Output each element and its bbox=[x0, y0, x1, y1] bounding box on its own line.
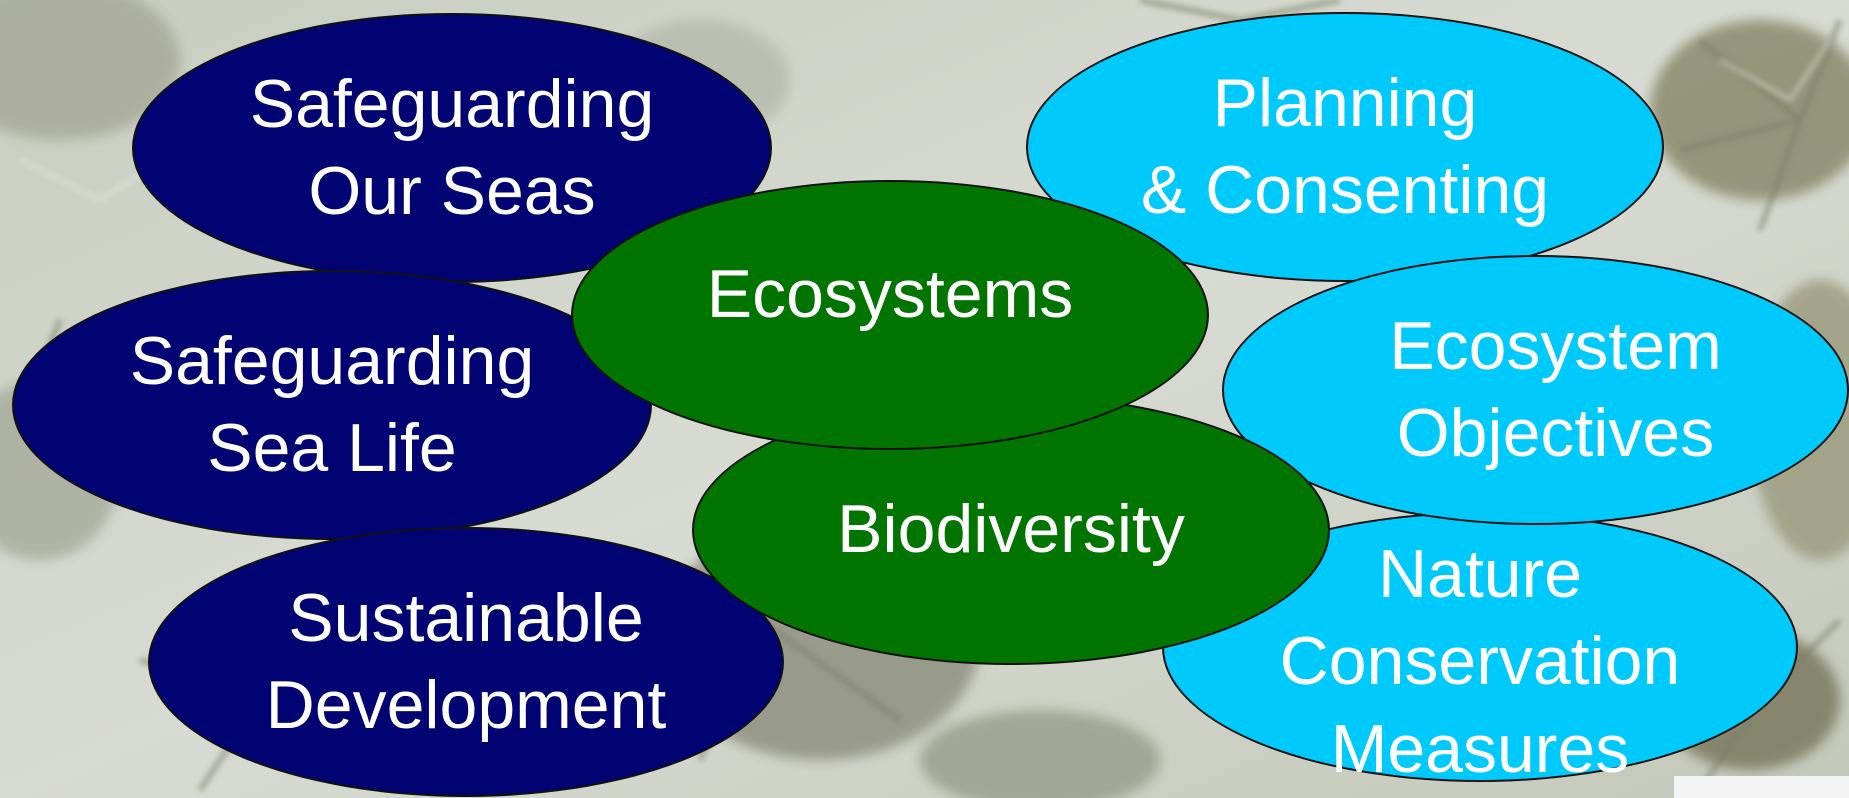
node-planning-consenting: Planning & Consenting bbox=[1026, 12, 1664, 282]
node-ecosystem-objectives: Ecosystem Objectives bbox=[1222, 255, 1849, 525]
node-label: Planning & Consenting bbox=[1140, 64, 1550, 228]
node-label: Sustainable Development bbox=[265, 579, 667, 743]
node-nature-conservation-measures: Nature Conservation Measures bbox=[1162, 512, 1798, 787]
node-label: Safeguarding Sea Life bbox=[129, 322, 535, 486]
node-label: Nature Conservation Measures bbox=[1279, 536, 1681, 787]
node-safeguarding-sea-life: Safeguarding Sea Life bbox=[12, 270, 652, 540]
node-label: Ecosystems bbox=[706, 256, 1074, 333]
node-sustainable-development: Sustainable Development bbox=[148, 527, 784, 797]
node-label: Biodiversity bbox=[837, 491, 1185, 568]
node-label: Safeguarding Our Seas bbox=[249, 65, 655, 229]
corner-patch bbox=[1674, 776, 1849, 798]
node-ecosystems: Ecosystems bbox=[571, 180, 1209, 450]
node-label: Ecosystem Objectives bbox=[1389, 307, 1722, 471]
